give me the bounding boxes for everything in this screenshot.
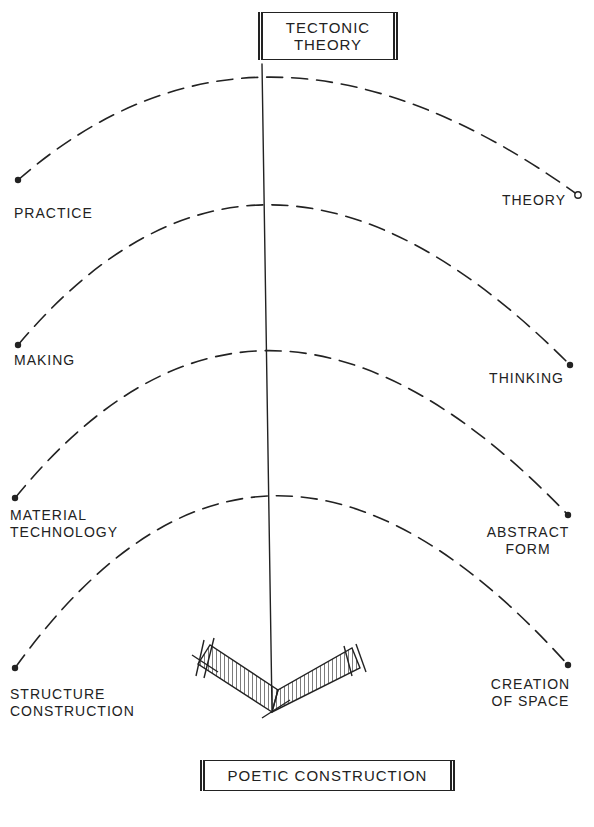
arc — [18, 205, 570, 365]
title-box: TECTONIC THEORY — [258, 12, 398, 60]
hatched-joint — [192, 638, 366, 718]
end-dot — [565, 512, 571, 518]
axis-line — [262, 64, 272, 710]
end-dot — [575, 192, 581, 198]
concept-label: THEORY — [466, 192, 566, 209]
end-dot — [12, 495, 18, 501]
end-dot — [15, 342, 21, 348]
concept-label: THINKING — [454, 370, 564, 387]
end-dot — [15, 177, 21, 183]
arc — [15, 496, 568, 668]
end-dot — [565, 662, 571, 668]
box-title: POETIC CONSTRUCTION — [215, 767, 440, 784]
end-dot — [12, 665, 18, 671]
arc — [18, 77, 578, 195]
concept-label: MAKING — [14, 352, 134, 369]
concept-label: ABSTRACT FORM — [478, 524, 578, 558]
concept-label: PRACTICE — [14, 205, 134, 222]
concept-label: CREATION OF SPACE — [483, 676, 578, 710]
end-dot — [567, 362, 573, 368]
concept-label: STRUCTURE CONSTRUCTION — [10, 686, 150, 720]
box-title: TECTONIC THEORY — [273, 19, 383, 53]
title-box: POETIC CONSTRUCTION — [200, 760, 455, 791]
arc — [15, 351, 568, 515]
concept-label: MATERIAL TECHNOLOGY — [10, 507, 130, 541]
